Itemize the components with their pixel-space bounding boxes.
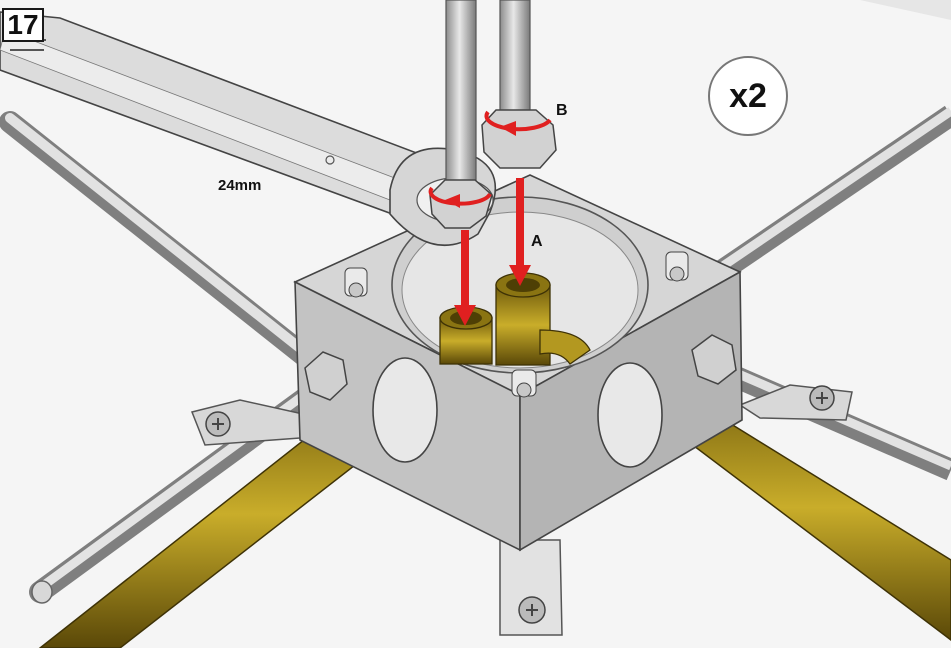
left-rail-rod <box>0 111 341 387</box>
quantity-badge: x2 <box>708 56 788 136</box>
hex-nut-left <box>304 351 348 401</box>
bracket-right <box>738 384 853 421</box>
hex-nut-right <box>691 334 737 385</box>
rotate-arrow-left <box>428 186 492 208</box>
bracket-left <box>190 399 332 446</box>
bracket-bottom <box>499 539 563 636</box>
wrench-size-label: 24mm <box>218 177 262 194</box>
arrow-b-label: B <box>556 102 568 119</box>
right-rail-rod <box>713 105 951 282</box>
arrow-a-label: A <box>531 233 543 250</box>
brass-fitting-a <box>495 272 591 366</box>
step-number: 17 <box>2 8 44 42</box>
down-arrow-a <box>509 178 531 286</box>
rotate-arrow-right <box>484 110 552 136</box>
down-arrow-b <box>454 230 476 326</box>
vertical-pipe-right <box>481 0 557 169</box>
